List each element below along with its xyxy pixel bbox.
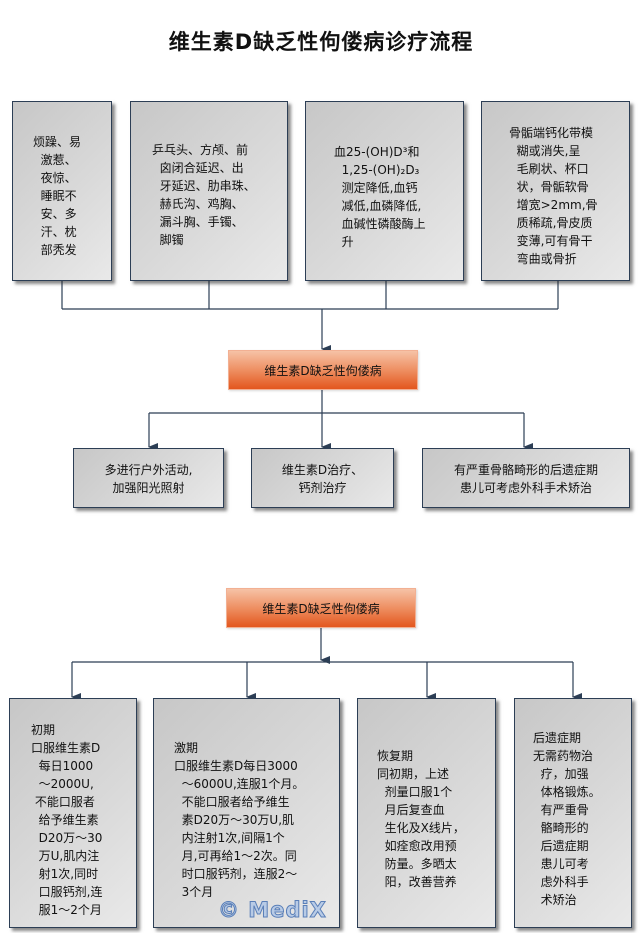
stage-text: 恢复期同初期，上述 剂量口服1个 月后复查血 生化及X线片， 如痊愈改用预 防量… [377,747,465,891]
text-line: 后遗症期 [533,839,589,853]
text-line: 汗、枕 [33,225,77,239]
text-line: 口服维生素D每日3000 [174,759,298,773]
text-line: 患儿可考虑外科手术矫治 [459,481,592,495]
text-line: 睡眠不 [33,189,77,203]
text-line: 升 [334,235,354,249]
text-line: 测定降低,血钙 [334,181,418,195]
diagnosis-box: 维生素D缺乏性佝偻病 [228,350,418,390]
text-line: 不能口服者给予维生 [174,795,290,809]
text-line: 弯曲或骨折 [509,252,577,266]
diagnosis-label: 维生素D缺乏性佝偻病 [262,602,380,616]
treatment-box-outdoor: 多进行户外活动, 加强阳光照射 [73,448,224,508]
symptom-text: 血25-(OH)D³和 1,25-(OH)₂D₃ 测定降低,血钙 减低,血磷降低… [334,143,426,251]
text-line: 钙剂治疗 [298,481,347,495]
text-line: 漏斗胸、手镯、 [152,215,244,229]
stage-box-sequelae: 后遗症期无需药物治 疗，加强 体格锻炼。 有严重骨 骼畸形的 后遗症期 患儿可考… [514,698,632,928]
symptom-text: 骨骺端钙化带模 糊或消失,呈 毛刷状、杯口 状，骨骺软骨 增宽>2mm,骨 质稀… [509,124,598,268]
text-line: 口服钙剂,连 [31,885,103,899]
text-line: 不能口服者 [31,795,95,809]
text-line: 服1～2个月 [31,903,102,917]
symptom-box-clinical: 烦躁、易 激惹、 夜惊、 睡眠不 安、多 汗、枕 部秃发 [12,101,112,281]
text-line: 变薄,可有骨干 [509,234,593,248]
text-line: 每日1000 [31,759,94,773]
text-line: 内注射1次,间隔1个 [174,831,285,845]
symptom-text: 乒乓头、方颅、前 囟闭合延迟、出 牙延迟、肋串珠、 赫氏沟、鸡胸、 漏斗胸、手镯… [152,141,256,249]
stage-text: 激期口服维生素D每日3000 ～6000U,连服1个月。 不能口服者给予维生 素… [174,739,304,901]
diagnosis-box-2: 维生素D缺乏性佝偻病 [226,588,416,628]
text-line: 3个月 [174,885,214,899]
text-line: 素D20万～30万U,肌 [174,813,295,827]
text-line: 恢复期 [377,749,414,763]
text-line: 部秃发 [33,243,77,257]
text-line: 毛刷状、杯口 [509,162,589,176]
stage-text: 后遗症期无需药物治 疗，加强 体格锻炼。 有严重骨 骼畸形的 后遗症期 患儿可考… [533,729,601,909]
text-line: 骼畸形的 [533,821,589,835]
text-line: 激惹、 [33,153,77,167]
text-line: 无需药物治 [533,749,594,763]
text-line: ～2000U, [31,777,94,791]
text-line: 初期 [31,723,56,737]
text-line: 月,可再给1～2次。同 [174,849,297,863]
text-line: 阳，改善营养 [377,875,457,889]
text-line: 患儿可考 [533,857,589,871]
diagnosis-label: 维生素D缺乏性佝偻病 [264,364,382,378]
text-line: 如痊愈改用预 [377,839,457,853]
text-line: 虑外科手 [533,875,589,889]
text-line: 增宽>2mm,骨 [509,198,598,212]
text-line: 血25-(OH)D³和 [334,145,420,159]
text-line: 烦躁、易 [33,135,82,149]
text-line: 血碱性磷酸酶上 [334,217,426,231]
text-line: 防量。多晒太 [377,857,457,871]
text-line: 糊或消失,呈 [509,144,581,158]
text-line: 体格锻炼。 [533,785,601,799]
page-title: 维生素D缺乏性佝偻病诊疗流程 [168,30,474,54]
treatment-box-surgery: 有严重骨骼畸形的后遗症期患儿可考虑外科手术矫治 [422,448,630,508]
symptom-box-lab: 血25-(OH)D³和 1,25-(OH)₂D₃ 测定降低,血钙 减低,血磷降低… [305,101,464,281]
symptom-box-signs: 乒乓头、方颅、前 囟闭合延迟、出 牙延迟、肋串珠、 赫氏沟、鸡胸、 漏斗胸、手镯… [130,101,288,281]
treatment-text: 有严重骨骼畸形的后遗症期患儿可考虑外科手术矫治 [423,461,629,497]
text-line: 有严重骨 [533,803,589,817]
text-line: 状，骨骺软骨 [509,180,589,194]
text-line: 夜惊、 [33,171,77,185]
symptom-text: 烦躁、易 激惹、 夜惊、 睡眠不 安、多 汗、枕 部秃发 [33,133,81,259]
treatment-text: 维生素D治疗、钙剂治疗 [252,461,393,497]
text-line: 给予维生素 [31,813,99,827]
text-line: 射1次,同时 [31,867,99,881]
text-line: 激期 [174,741,199,755]
stage-text: 初期口服维生素D 每日1000 ～2000U, 不能口服者 给予维生素 D20万… [31,721,102,919]
watermark-logo: © MediX [218,898,327,923]
text-line: 囟闭合延迟、出 [152,161,244,175]
stage-box-early: 初期口服维生素D 每日1000 ～2000U, 不能口服者 给予维生素 D20万… [9,698,137,928]
text-line: ～6000U,连服1个月。 [174,777,305,791]
text-line: 有严重骨骼畸形的后遗症期 [453,463,598,477]
text-line: 同初期，上述 [377,767,450,781]
text-line: 术矫治 [533,893,577,907]
stage-box-recovery: 恢复期同初期，上述 剂量口服1个 月后复查血 生化及X线片， 如痊愈改用预 防量… [357,698,496,928]
text-line: 生化及X线片， [377,821,465,835]
text-line: 疗，加强 [533,767,589,781]
text-line: 月后复查血 [377,803,445,817]
text-line: 乒乓头、方颅、前 [152,143,249,157]
text-line: 后遗症期 [533,731,582,745]
text-line: 口服维生素D [31,741,101,755]
text-line: 万U,肌内注 [31,849,100,863]
text-line: 赫氏沟、鸡胸、 [152,197,244,211]
text-line: 减低,血磷降低, [334,199,422,213]
text-line: 脚镯 [152,233,184,247]
text-line: 骨骺端钙化带模 [509,126,594,140]
text-line: 时口服钙剂，连服2～ [174,867,298,881]
text-line: 加强阳光照射 [112,481,185,495]
stage-box-active: 激期口服维生素D每日3000 ～6000U,连服1个月。 不能口服者给予维生 素… [153,698,340,928]
text-line: 质稀疏,骨皮质 [509,216,593,230]
text-line: 多进行户外活动, [104,463,193,477]
text-line: 维生素D治疗、 [281,463,364,477]
text-line: 牙延迟、肋串珠、 [152,179,256,193]
text-line: 1,25-(OH)₂D₃ [334,163,420,177]
treatment-box-vitd: 维生素D治疗、钙剂治疗 [251,448,394,508]
symptom-box-xray: 骨骺端钙化带模 糊或消失,呈 毛刷状、杯口 状，骨骺软骨 增宽>2mm,骨 质稀… [481,101,630,281]
text-line: D20万～30 [31,831,103,845]
treatment-text: 多进行户外活动, 加强阳光照射 [74,461,223,497]
text-line: 安、多 [33,207,77,221]
text-line: 剂量口服1个 [377,785,453,799]
